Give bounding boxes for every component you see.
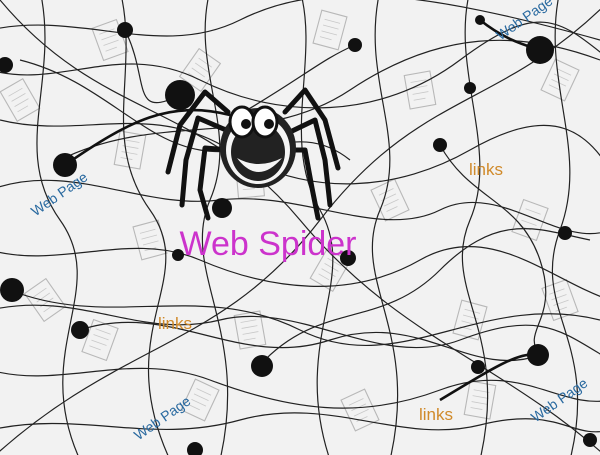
web-node (165, 80, 195, 110)
web-node (53, 153, 77, 177)
web-node (340, 250, 356, 266)
web-node (117, 22, 133, 38)
link-line (36, 0, 79, 455)
link-line (79, 321, 541, 361)
web-node (0, 278, 24, 302)
document-page-icon (463, 380, 497, 420)
link-line (59, 39, 600, 161)
link-line (0, 179, 600, 235)
link-line (201, 0, 229, 455)
link-line (0, 245, 600, 297)
web-node (475, 15, 485, 25)
web-node (71, 321, 89, 339)
web-page-label: Web Page (131, 393, 194, 444)
link-line (9, 289, 600, 346)
link-line (64, 108, 231, 167)
web-page-label: Web Page (28, 169, 91, 220)
link-line (0, 0, 600, 41)
document-page-icon (340, 388, 380, 432)
web-node (558, 226, 572, 240)
link-line (259, 228, 591, 366)
document-page-icon (452, 299, 488, 341)
web-node (583, 433, 597, 447)
link-line (0, 412, 600, 433)
document-page-icon (0, 78, 41, 122)
link-line (461, 0, 489, 455)
web-node (526, 36, 554, 64)
web-node (433, 138, 447, 152)
link-line (19, 59, 351, 161)
link-line (439, 144, 547, 356)
document-page-icon (511, 199, 549, 241)
link-line (0, 304, 600, 355)
link-line (121, 0, 169, 455)
diagram-title: Web Spider (179, 225, 356, 263)
spider-icon (165, 87, 341, 221)
web-page-label: Web Page (493, 0, 556, 43)
web-nodes (0, 15, 597, 455)
web-node (464, 82, 476, 94)
link-line (371, 0, 399, 455)
web-node (471, 360, 485, 374)
link-line (124, 29, 181, 104)
web-node (0, 57, 13, 73)
web-node (212, 198, 232, 218)
link-line (0, 367, 600, 409)
link-line (439, 352, 541, 402)
links-label: links (158, 314, 192, 333)
document-page-icon (24, 278, 66, 322)
links-label: links (419, 405, 453, 424)
links-label: links (469, 160, 503, 179)
link-line (300, 0, 334, 455)
web-node (527, 344, 549, 366)
document-page-icon (132, 219, 168, 261)
web-node (187, 442, 203, 455)
document-page-icon (312, 9, 348, 51)
web-node (348, 38, 362, 52)
document-page-icon (540, 58, 580, 102)
web-node (251, 355, 273, 377)
link-line (0, 119, 600, 185)
document-page-icon (370, 178, 410, 222)
web-node (172, 249, 184, 261)
link-line (229, 44, 356, 121)
